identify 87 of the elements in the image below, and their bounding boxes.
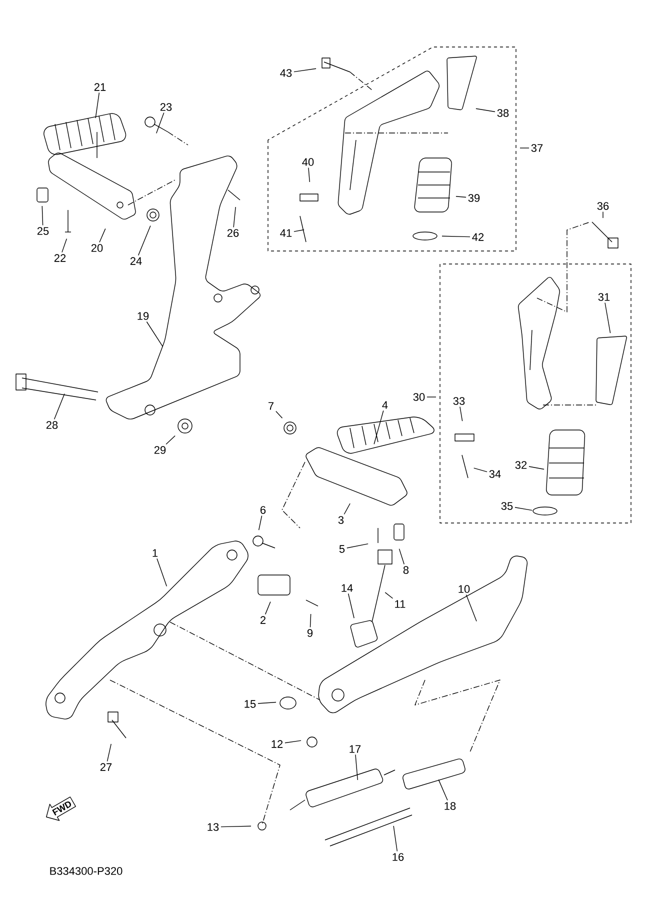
leader-line: [442, 236, 470, 238]
leader-line: [426, 396, 436, 398]
callout-number: 7: [268, 402, 274, 410]
leader-line: [602, 211, 604, 218]
callout-number: 39: [468, 194, 480, 202]
callout-number: 10: [458, 585, 470, 593]
callout-number: 29: [154, 446, 166, 454]
leader-line: [344, 503, 350, 515]
leader-line: [393, 826, 398, 852]
leader-line: [398, 548, 404, 565]
leader-line: [106, 744, 112, 762]
leader-line: [438, 779, 448, 801]
callout-number: 36: [597, 202, 609, 210]
leader-line: [308, 167, 310, 182]
leader-line: [258, 515, 262, 530]
leader-line: [346, 543, 368, 548]
callout-number: 43: [280, 69, 292, 77]
leader-line: [166, 435, 176, 445]
leader-line: [99, 228, 106, 243]
leader-line: [294, 68, 316, 72]
leader-line: [474, 468, 488, 472]
callout-number: 26: [227, 229, 239, 237]
callout-number: 5: [339, 545, 345, 553]
callout-number: 19: [138, 312, 149, 320]
leader-line: [384, 592, 394, 599]
callout-number: 17: [350, 745, 361, 753]
callout-number: 38: [497, 109, 509, 117]
callout-number: 12: [272, 740, 283, 748]
callout-number: 24: [130, 257, 142, 265]
leader-line: [294, 229, 304, 232]
leader-line: [284, 740, 302, 744]
leader-line: [264, 601, 271, 615]
leader-line: [355, 754, 358, 780]
leader-line: [54, 393, 65, 420]
callout-number: 1: [152, 549, 158, 557]
leader-line: [233, 206, 236, 228]
leader-line: [456, 196, 466, 198]
leader-line: [146, 321, 164, 347]
callout-number: 34: [489, 470, 501, 478]
callout-number: 30: [413, 393, 425, 401]
leader-line: [138, 225, 151, 256]
leader-line: [156, 558, 168, 587]
leader-line: [348, 593, 354, 618]
callout-number: 40: [302, 158, 314, 166]
callout-number: 8: [403, 566, 409, 574]
leader-line: [95, 92, 100, 118]
callout-number: 37: [531, 144, 543, 152]
callout-number: 14: [342, 584, 353, 592]
leader-line: [258, 702, 276, 704]
callout-number: 35: [501, 502, 513, 510]
leader-line: [42, 206, 44, 226]
leader-line: [62, 238, 68, 253]
leader-line: [476, 108, 496, 112]
callout-number: 4: [382, 401, 388, 409]
callout-number: 33: [453, 397, 465, 405]
callout-number: 31: [598, 293, 610, 301]
callout-number: 42: [472, 233, 484, 241]
leader-line: [528, 466, 544, 470]
callout-number: 21: [94, 83, 106, 91]
callout-number: 41: [280, 229, 292, 237]
callout-number: 22: [54, 254, 66, 262]
callout-number: 11: [395, 600, 406, 608]
callout-number: 25: [37, 227, 49, 235]
leader-line: [466, 594, 477, 622]
leader-line: [374, 410, 384, 444]
callout-number: 13: [208, 823, 219, 831]
callout-number: 23: [160, 103, 172, 111]
callout-number: 20: [91, 244, 103, 252]
callout-number: 27: [100, 763, 112, 771]
callout-number: 15: [244, 700, 256, 708]
leader-line: [276, 410, 283, 418]
callout-number: 9: [307, 629, 313, 637]
callout-number: 32: [515, 461, 527, 469]
callout-number: 3: [338, 516, 344, 524]
leader-line: [514, 507, 532, 511]
part-code: B334300-P320: [50, 867, 122, 875]
callout-number: 28: [46, 421, 58, 429]
callout-number: 16: [392, 853, 404, 861]
direction-arrow-sign: FWD: [46, 796, 76, 821]
leader-line: [220, 826, 252, 828]
leader-line: [310, 614, 312, 628]
leader-line: [460, 406, 463, 422]
leader-line: [156, 112, 164, 134]
callout-number: 18: [444, 802, 456, 810]
callout-number: 6: [260, 506, 266, 514]
leader-line: [604, 302, 611, 334]
callout-number: 2: [260, 616, 266, 624]
